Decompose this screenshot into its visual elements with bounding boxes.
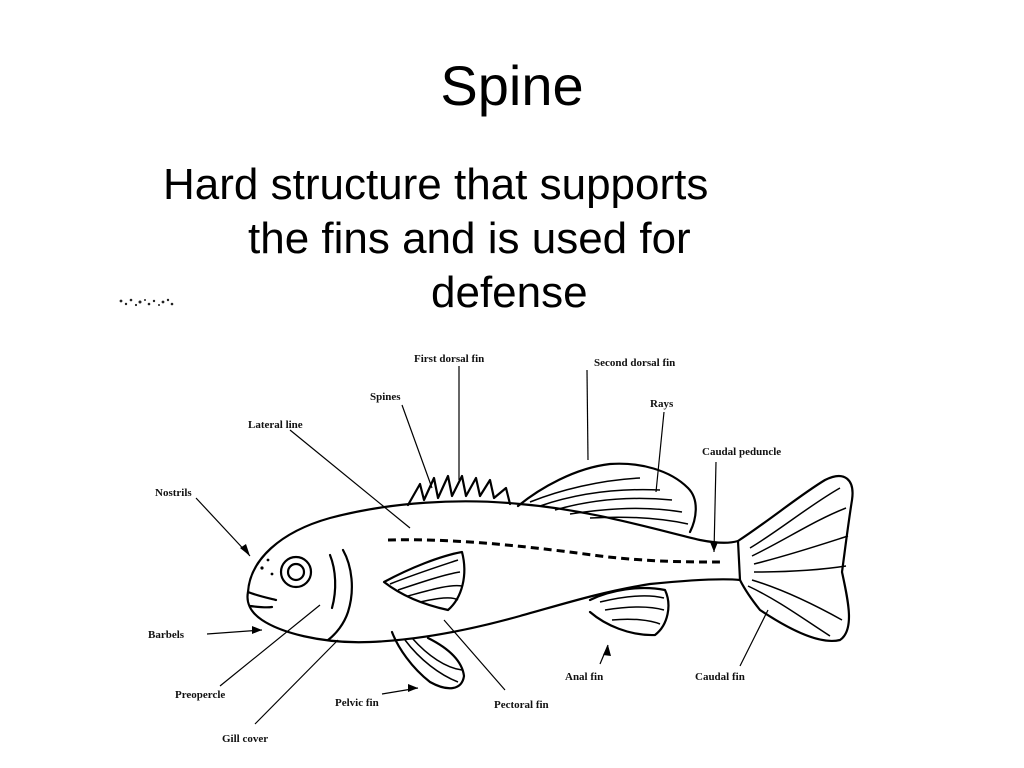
fish-body-outline (246, 500, 742, 644)
fish-eye-inner (286, 562, 306, 582)
second-dorsal-fin (516, 462, 697, 534)
label-gill-cover: Gill cover (222, 733, 268, 745)
label-caudal-fin: Caudal fin (695, 671, 745, 683)
fish-eye-outer (279, 555, 313, 589)
bullet-line-2: the fins and is used for (248, 214, 691, 263)
fin-rays (389, 477, 849, 683)
label-pectoral-fin: Pectoral fin (494, 699, 549, 711)
preopercle-line (328, 553, 337, 610)
label-first-dorsal-fin: First dorsal fin (414, 353, 484, 365)
lateral-line-dashes (387, 538, 721, 564)
label-preopercle: Preopercle (175, 689, 225, 701)
label-pelvic-fin: Pelvic fin (335, 697, 379, 709)
label-anal-fin: Anal fin (565, 671, 603, 683)
pectoral-fin-outline (382, 550, 466, 612)
bullet-line-1: Hard structure that supports (163, 160, 709, 209)
first-dorsal-fin (406, 474, 512, 507)
fish-mouth (246, 590, 278, 609)
bullet-line-3: defense (431, 268, 588, 317)
label-lateral-line: Lateral line (248, 419, 303, 431)
anal-fin-outline (588, 586, 670, 637)
nostril-dots (260, 558, 274, 576)
label-rays: Rays (650, 398, 674, 410)
gill-cover-line (326, 548, 353, 642)
speckle-marks (119, 298, 174, 307)
label-nostrils: Nostrils (155, 487, 192, 499)
caudal-fin-outline (736, 475, 854, 643)
pelvic-fin-outline (390, 630, 466, 690)
label-barbels: Barbels (148, 629, 185, 641)
label-spines: Spines (370, 391, 401, 403)
slide-title: Spine (440, 54, 584, 117)
label-caudal-peduncle: Caudal peduncle (702, 446, 781, 458)
label-second-dorsal-fin: Second dorsal fin (594, 357, 675, 369)
